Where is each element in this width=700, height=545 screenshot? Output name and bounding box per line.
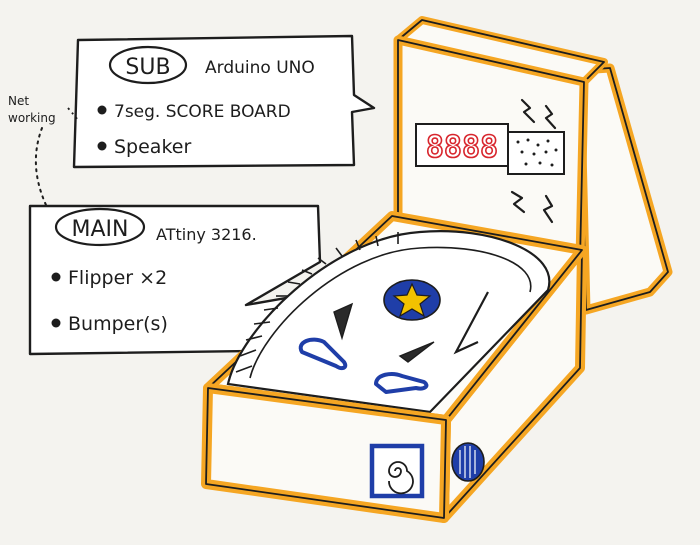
sub-item-speaker: Speaker [114, 136, 191, 158]
slingshot-left [333, 302, 354, 341]
main-board: ATtiny 3216. [156, 225, 257, 244]
sub-title-circle [108, 45, 188, 85]
bullet [97, 141, 107, 151]
slingshot-right [398, 341, 435, 363]
sound-wave-icons [510, 98, 557, 224]
rail-hatching [235, 232, 399, 373]
score-digits: 8888 [426, 130, 498, 165]
score-board: 8888 [415, 123, 565, 175]
network-note-line1: Net [8, 94, 29, 108]
bullet [51, 318, 61, 328]
bullet [51, 272, 61, 282]
playfield [226, 230, 551, 414]
main-title: MAIN [72, 217, 129, 242]
spiral-button [369, 443, 425, 499]
main-item-flipper: Flipper ×2 [68, 267, 167, 289]
network-note: Net working [8, 94, 79, 206]
flipper-right [374, 372, 429, 394]
star-icon [392, 282, 432, 318]
flipper-left [298, 337, 348, 371]
sub-bubble: SUB Arduino UNO 7seg. SCORE BOARD Speake… [72, 34, 376, 169]
pinball-machine: 8888 [201, 16, 673, 523]
side-button [451, 442, 485, 482]
sub-board: Arduino UNO [205, 58, 315, 78]
lane-wall [453, 291, 489, 355]
network-note-line2: working [8, 111, 56, 125]
sub-item-score-board: 7seg. SCORE BOARD [114, 102, 291, 122]
network-link-dotted [34, 127, 47, 206]
speaker-holes [516, 138, 558, 167]
main-item-bumper: Bumper(s) [68, 313, 168, 335]
spiral-icon [388, 461, 414, 495]
sub-title: SUB [125, 55, 170, 80]
main-title-circle [54, 207, 146, 247]
speaker-grill [507, 131, 565, 175]
backbox-side [575, 63, 673, 315]
star-bumper [383, 279, 441, 321]
bullet [97, 105, 107, 115]
main-bubble: MAIN ATtiny 3216. Flipper ×2 Bumper(s) [28, 204, 324, 356]
